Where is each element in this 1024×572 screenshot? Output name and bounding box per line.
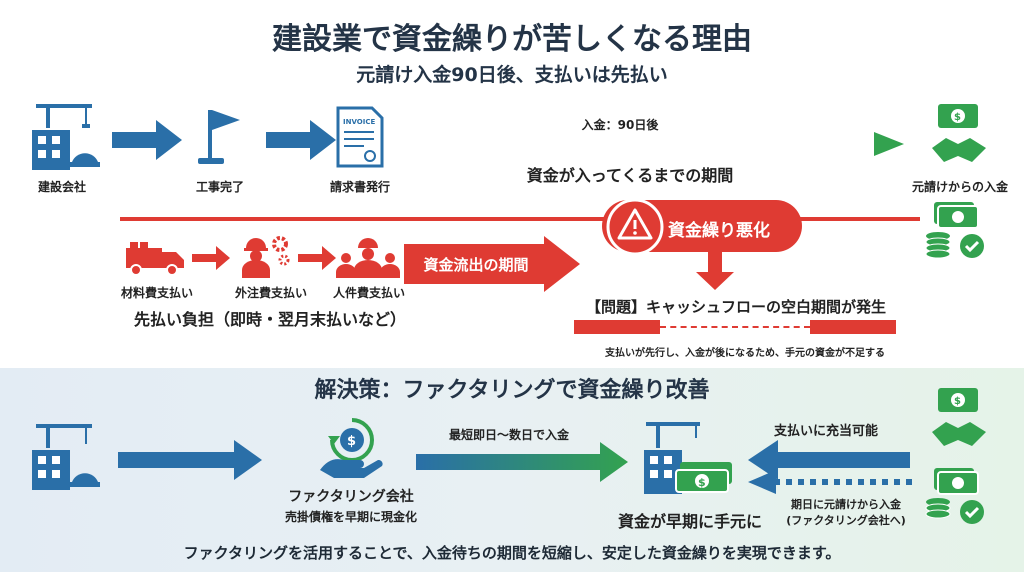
footer-text: ファクタリングを活用することで、入金待ちの期間を短縮し、安定した資金繰りを実現で…: [183, 544, 841, 562]
warning-label: 資金繰り悪化: [668, 221, 770, 241]
early-cash-label: 資金が早期に手元に: [617, 512, 762, 531]
problem-title: 【問題】キャッシュフローの空白期間が発生: [585, 298, 886, 316]
outflow-period-label: 資金流出の期間: [423, 256, 529, 274]
factoring-company-label: ファクタリング会社: [288, 489, 414, 505]
due-date-dotted-arrow: [748, 470, 912, 494]
cash-coins-check-icon: [925, 468, 984, 524]
arrow-right-icon: [298, 246, 336, 270]
factoring-desc-label: 売掛債権を早期に現金化: [284, 510, 417, 524]
label-receipt: 元請けからの入金: [911, 180, 1008, 194]
label-invoice: 請求書発行: [329, 180, 390, 194]
arrow-right-icon: [112, 120, 182, 160]
truck-icon: [126, 242, 184, 276]
label-labor: 人件費支払い: [332, 286, 405, 300]
due-date-receipt-2: (ファクタリング会社へ): [786, 514, 906, 527]
prepay-burden-label: 先払い負担（即時・翌月末払いなど）: [133, 310, 406, 329]
arrow-down-icon: [696, 252, 734, 290]
construction-company-icon: [32, 424, 100, 490]
payable-label: 支払いに充当可能: [773, 424, 878, 439]
svg-text:$: $: [347, 434, 356, 449]
arrow-right-icon: [266, 120, 336, 160]
waiting-dotted-arrow: [392, 132, 904, 156]
cash-coins-check-icon: [925, 202, 984, 259]
solution-title: 解決策：ファクタリングで資金繰り改善: [314, 378, 710, 403]
invoice-icon: INVOICE: [336, 106, 384, 168]
problem-desc: 支払いが先行し、入金が後になるため、手元の資金が不足する: [605, 348, 885, 359]
fast-deposit-label: 最短即日〜数日で入金: [448, 428, 569, 442]
outflow-line: [120, 217, 920, 221]
workers-icon: [336, 238, 400, 278]
page-title: 建設業で資金繰りが苦しくなる理由: [272, 22, 752, 57]
worker-gear-icon: [242, 236, 290, 278]
outflow-period-arrow: [404, 236, 580, 292]
label-work-done: 工事完了: [195, 180, 244, 194]
cash-stack-icon: $: [644, 422, 732, 494]
page-subtitle: 元請け入金90日後、支払いは先払い: [356, 64, 668, 86]
label-company: 建設会社: [37, 180, 86, 194]
arrow-left-icon: [748, 440, 910, 480]
payment-timing-label: 入金：90日後: [581, 118, 659, 132]
svg-text:$: $: [698, 476, 706, 489]
handshake-money-icon: $: [932, 388, 986, 446]
arrow-right-icon: [192, 246, 230, 270]
due-date-receipt-1: 期日に元請けから入金: [791, 498, 901, 511]
gap-bar-dashed: [660, 326, 810, 328]
svg-text:INVOICE: INVOICE: [343, 118, 375, 126]
gap-bar-left: [574, 320, 660, 334]
waiting-period-label: 資金が入ってくるまでの期間: [526, 166, 734, 185]
flag-icon: [198, 110, 240, 164]
label-subcontract: 外注費支払い: [234, 286, 307, 300]
svg-text:$: $: [954, 396, 961, 407]
warning-icon: [606, 198, 664, 256]
handshake-money-icon: $: [932, 104, 986, 162]
label-material: 材料費支払い: [120, 286, 193, 300]
hand-coin-icon: $: [320, 418, 383, 478]
construction-company-icon: [32, 104, 100, 170]
gap-bar-right: [810, 320, 896, 334]
arrow-right-icon: [118, 440, 262, 480]
fast-deposit-arrow: [416, 442, 628, 482]
svg-text:$: $: [954, 112, 961, 123]
